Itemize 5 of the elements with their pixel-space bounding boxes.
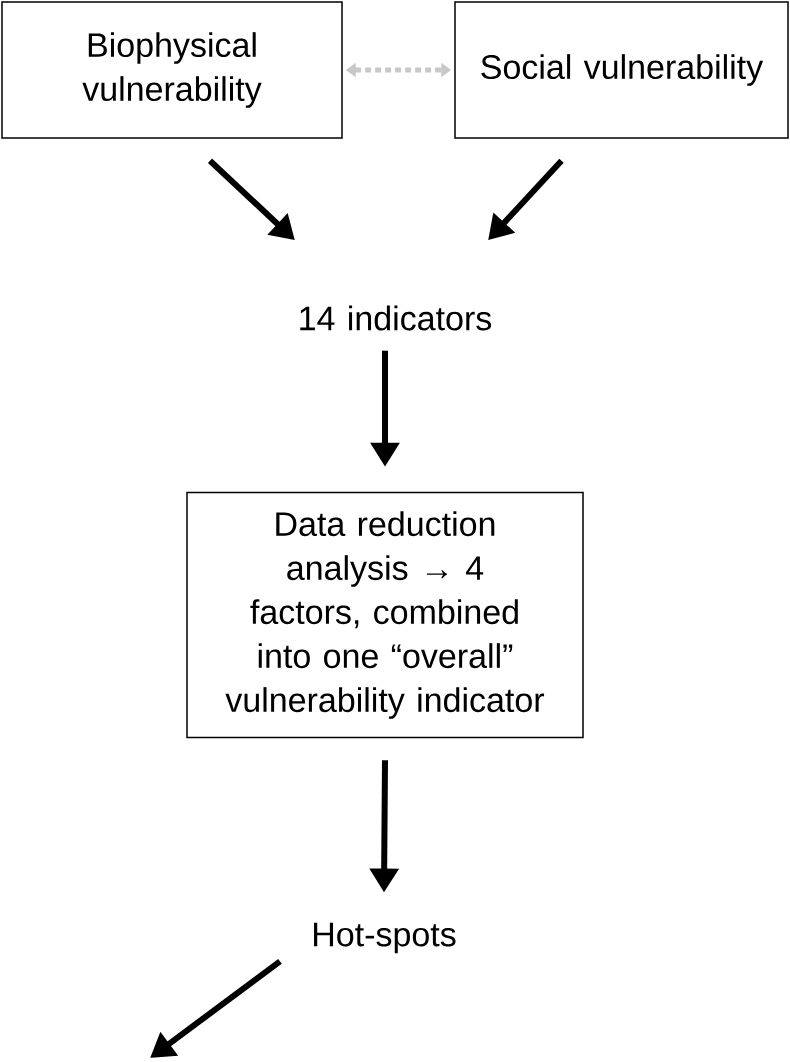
process-box: Biophysical vulnerability bbox=[1, 1, 343, 139]
text-label: Hot-spots bbox=[314, 922, 456, 954]
process-box: Data reduction analysis → 4 factors, combined into one “overall” vulnerability indicator bbox=[186, 491, 584, 739]
process-box: Social vulnerability bbox=[454, 1, 789, 139]
text-label: 14 indicators bbox=[300, 305, 492, 331]
